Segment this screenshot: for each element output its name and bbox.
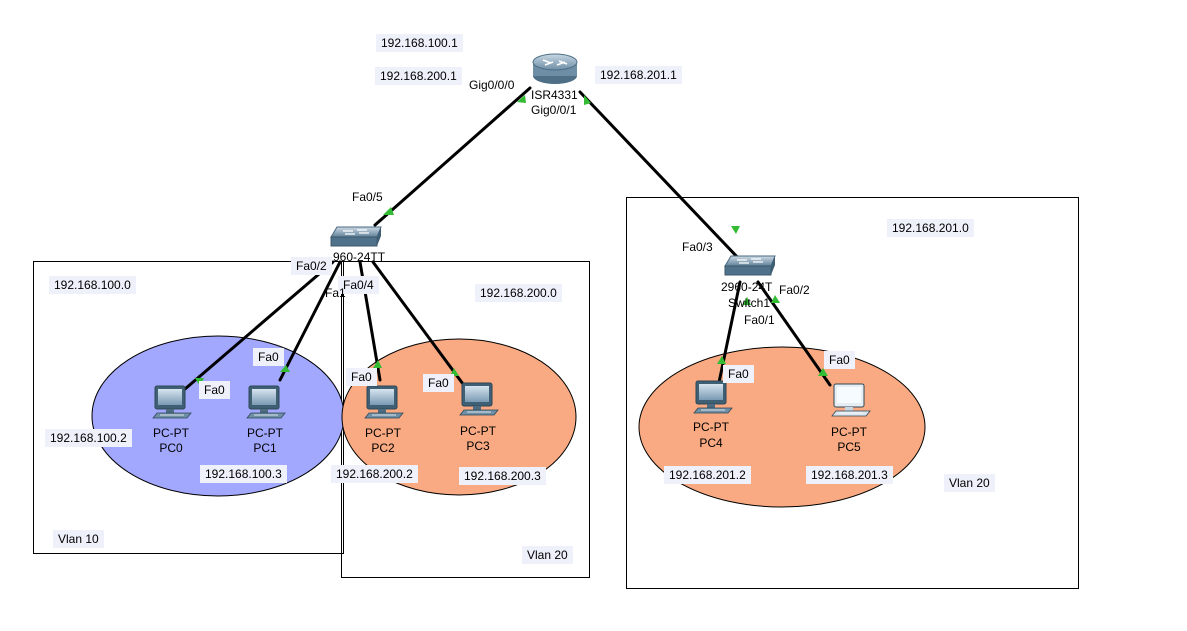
switch0-model: 960-24TT — [333, 250, 386, 264]
switch0-port-a: Fa0/2 — [291, 257, 332, 275]
pc-icon[interactable] — [246, 385, 286, 419]
link-switch1-pc4[interactable] — [715, 280, 742, 394]
vlan20a-name: Vlan 20 — [522, 546, 573, 564]
router-port-right: Gig0/0/1 — [531, 103, 577, 117]
vlan20b-network: 192.168.201.0 — [887, 219, 974, 237]
pc-icon[interactable] — [459, 382, 499, 416]
pc5-port: Fa0 — [824, 351, 855, 369]
vlan20-area-a — [341, 338, 577, 496]
port-indicators — [195, 95, 828, 386]
port-indicator — [818, 368, 828, 376]
pc4-name: PC4 — [699, 436, 723, 450]
port-indicator — [280, 365, 290, 372]
pc5-name: PC5 — [837, 440, 861, 454]
link-router-switch0[interactable] — [373, 86, 532, 227]
pc3-type: PC-PT — [460, 424, 496, 438]
link-switch1-pc5[interactable] — [756, 280, 832, 387]
switch-icon[interactable] — [724, 255, 776, 276]
pc-icon[interactable] — [364, 385, 404, 419]
pc2-port: Fa0 — [346, 368, 377, 386]
pc1-ip: 192.168.100.3 — [200, 465, 287, 483]
vlan20a-network: 192.168.200.0 — [475, 284, 562, 302]
pc1-port: Fa0 — [253, 348, 284, 366]
switch1-port-a: Fa0/1 — [744, 313, 775, 327]
router-port-left: Gig0/0/0 — [469, 78, 515, 92]
router-ip-1: 192.168.100.1 — [376, 34, 463, 52]
pc0-port: Fa0 — [199, 381, 230, 399]
port-indicator — [731, 226, 740, 234]
link-router-switch1[interactable] — [578, 90, 744, 264]
pc-icon[interactable] — [152, 385, 192, 419]
vlan20b-name: Vlan 20 — [944, 474, 995, 492]
link-switch0-pc0[interactable] — [176, 260, 335, 397]
links — [176, 86, 832, 397]
switch1-name: Switch1 — [728, 296, 771, 310]
pc4-type: PC-PT — [693, 420, 729, 434]
pc-icon[interactable] — [693, 380, 733, 414]
switch-icon[interactable] — [330, 226, 382, 247]
pc0-ip: 192.168.100.2 — [45, 429, 132, 447]
switch1-port-b: Fa0/2 — [779, 283, 810, 297]
vlan10-name: Vlan 10 — [53, 530, 104, 548]
switch0-port-c: Fa1 — [325, 286, 346, 300]
router-ip-3: 192.168.201.1 — [595, 66, 682, 84]
pc3-ip: 192.168.200.3 — [459, 467, 546, 485]
pc5-ip: 192.168.201.3 — [806, 466, 893, 484]
pc1-name: PC1 — [253, 441, 277, 455]
pc1-type: PC-PT — [247, 426, 283, 440]
pc-icon[interactable] — [831, 383, 871, 417]
port-indicator — [717, 356, 726, 364]
pc-layer — [152, 380, 871, 419]
pc2-ip: 192.168.200.2 — [331, 465, 418, 483]
router-model: ISR4331 — [531, 88, 578, 102]
pc4-ip: 192.168.201.2 — [664, 466, 751, 484]
pc3-name: PC3 — [466, 439, 490, 453]
port-indicator — [584, 95, 591, 105]
port-indicator — [517, 95, 526, 103]
link-switch0-pc1[interactable] — [278, 260, 342, 382]
switch1-uplink-port: Fa0/3 — [682, 240, 713, 254]
switch1-model: 2960-24T — [721, 280, 773, 294]
router-ip-2: 192.168.200.1 — [375, 67, 462, 85]
pc4-port: Fa0 — [723, 365, 754, 383]
pc0-type: PC-PT — [153, 426, 189, 440]
port-indicator — [742, 297, 751, 305]
port-indicator — [373, 360, 382, 368]
pc0-name: PC0 — [159, 441, 183, 455]
vlan10-network: 192.168.100.0 — [49, 276, 136, 294]
pc3-port: Fa0 — [423, 374, 454, 392]
link-switch0-pc3[interactable] — [371, 260, 465, 386]
pc2-type: PC-PT — [365, 426, 401, 440]
pc2-name: PC2 — [371, 441, 395, 455]
port-indicator — [771, 295, 780, 303]
switch0-port-b: Fa0/4 — [338, 276, 379, 294]
vlan20-frame-b — [626, 197, 1079, 589]
switch0-uplink-port: Fa0/5 — [352, 190, 383, 204]
router-icon[interactable] — [532, 53, 578, 84]
port-indicator — [383, 207, 394, 215]
pc5-type: PC-PT — [831, 425, 867, 439]
